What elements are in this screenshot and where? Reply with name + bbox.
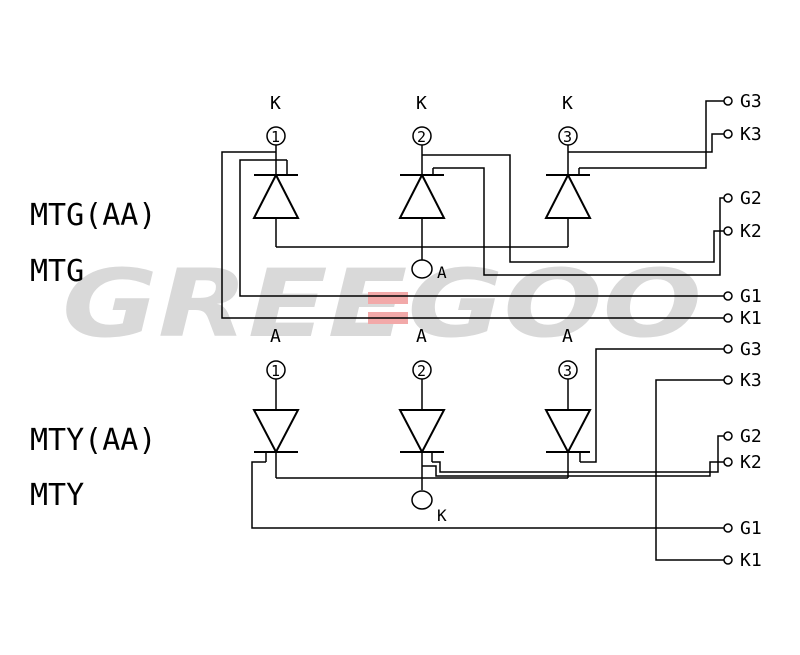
- bottom-terminal-label-3: A: [562, 326, 573, 347]
- pin-label-top-g1: G1: [740, 286, 762, 307]
- watermark-text: GREEGOO: [62, 250, 702, 359]
- bottom-terminal-number-3: 3: [563, 362, 572, 380]
- top-terminal-label-1: K: [270, 93, 281, 114]
- pin-bottom-g1: [723, 523, 733, 533]
- top-terminal-label-3: K: [562, 93, 573, 114]
- circuit-line: [398, 409, 446, 455]
- pin-label-top-k1: K1: [740, 308, 762, 329]
- pin-label-bottom-k3: K3: [740, 370, 762, 391]
- top-common-terminal-label: A: [437, 263, 447, 282]
- bottom-module: A A A 1 2 3: [251, 326, 762, 571]
- pin-label-bottom-g2: G2: [740, 426, 762, 447]
- wire-top-g1: [239, 159, 724, 297]
- pin-label-top-k3: K3: [740, 124, 762, 145]
- wire-top-k1: [221, 151, 724, 319]
- module-name-bottom-primary: MTY(AA): [30, 423, 156, 458]
- thyristor-top-3: [544, 145, 592, 247]
- pin-top-k3: [723, 129, 733, 139]
- bottom-common-terminal: [411, 490, 433, 510]
- wire-bottom-g3: [580, 348, 724, 463]
- pin-top-g3: [723, 96, 733, 106]
- thyristor-bottom-2: [398, 379, 446, 478]
- module-name-top-primary: MTG(AA): [30, 198, 156, 233]
- bottom-common-terminal-label: K: [437, 506, 447, 525]
- module-name-bottom-secondary: MTY: [30, 478, 84, 513]
- bottom-terminal-label-2: A: [416, 326, 427, 347]
- wire-top-g2: [433, 167, 724, 276]
- circuit-line: [252, 409, 300, 455]
- watermark-accent-bar: [368, 292, 408, 304]
- module-name-top-secondary: MTG: [30, 254, 84, 289]
- bottom-terminal-number-2: 2: [417, 362, 426, 380]
- wire-top-k3: [568, 133, 724, 153]
- pin-label-top-g3: G3: [740, 91, 762, 112]
- wire-bottom-k2: [422, 461, 724, 477]
- pin-label-top-k2: K2: [740, 221, 762, 242]
- wire-bottom-k1: [655, 379, 724, 561]
- pin-bottom-g2: [723, 431, 733, 441]
- pin-label-top-g2: G2: [740, 188, 762, 209]
- pin-bottom-k1: [723, 555, 733, 565]
- wire-bottom-g1: [251, 461, 724, 529]
- top-common-terminal: [411, 259, 433, 279]
- wire-top-g3: [579, 100, 724, 169]
- thyristor-bottom-1: [252, 379, 300, 478]
- wire-bottom-g2: [432, 435, 724, 473]
- pin-label-bottom-k2: K2: [740, 452, 762, 473]
- pin-bottom-g3: [723, 344, 733, 354]
- top-terminal-label-2: K: [416, 93, 427, 114]
- thyristor-top-2: [398, 145, 446, 260]
- pin-top-k2: [723, 226, 733, 236]
- top-terminal-number-2: 2: [417, 128, 426, 146]
- pin-top-g2: [723, 193, 733, 203]
- wire-top-k2: [422, 154, 724, 263]
- pin-label-bottom-k1: K1: [740, 550, 762, 571]
- top-terminal-number-1: 1: [271, 128, 280, 146]
- circuit-line: [544, 172, 592, 219]
- pin-top-g1: [723, 291, 733, 301]
- circuit-line: [398, 172, 446, 219]
- top-module: K K K 1 2 3: [221, 91, 762, 329]
- pin-label-bottom-g1: G1: [740, 518, 762, 539]
- circuit-line: [252, 172, 300, 219]
- watermark: GREEGOO: [62, 250, 702, 359]
- circuit-line: [544, 409, 592, 455]
- bottom-terminal-label-1: A: [270, 326, 281, 347]
- top-terminal-number-3: 3: [563, 128, 572, 146]
- pin-bottom-k3: [723, 375, 733, 385]
- pin-top-k1: [723, 313, 733, 323]
- bottom-terminal-number-1: 1: [271, 362, 280, 380]
- thyristor-top-1: [252, 145, 300, 247]
- pin-bottom-k2: [723, 457, 733, 467]
- pin-label-bottom-g3: G3: [740, 339, 762, 360]
- thyristor-bottom-3: [544, 379, 592, 478]
